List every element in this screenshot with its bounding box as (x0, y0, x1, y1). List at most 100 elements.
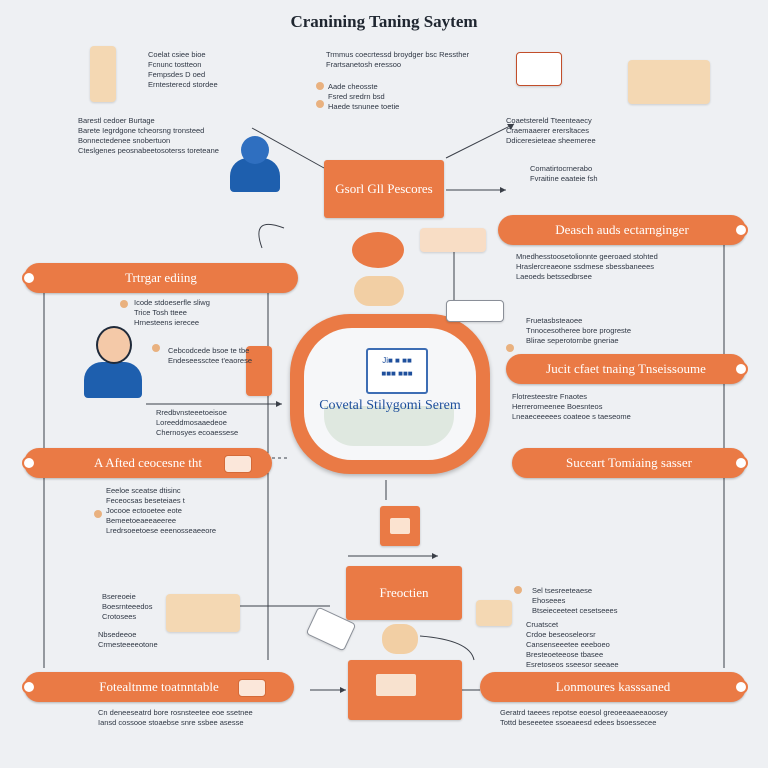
bullet-icon (120, 300, 128, 308)
note-line: Barestl cedoer Burtage (78, 116, 155, 125)
note-line: Laeoeds betssedbrsee (516, 272, 592, 281)
bullet-icon (316, 82, 324, 90)
pill-cap-icon (734, 456, 748, 470)
bullet-icon (94, 510, 102, 518)
document-icon (376, 674, 416, 696)
note-line: Rredbvnsteeetoeisoe (156, 408, 227, 417)
note-line: Lneaeceeeees coateoe s taeseome (512, 412, 631, 421)
note-line: Frartsanetosh eressoo (326, 60, 402, 69)
note-line: Hrnesteens ierecee (134, 318, 200, 327)
bullet-icon (506, 344, 514, 352)
note-card (166, 594, 240, 632)
note-line: Bresteoeteeose tbasee (526, 650, 604, 659)
clipboard-icon (382, 624, 418, 654)
pill-cap-icon (734, 680, 748, 694)
note-line: Btseieceeteet cesetseees (532, 606, 618, 615)
top-process-label: Gsorl Gll Pescores (335, 181, 433, 196)
hub-screen-line-2: ■■■ ■■■ (381, 369, 413, 378)
stage-pill-right-2[interactable]: Jucit cfaet tnaing Tnseissoume (506, 354, 748, 384)
bullet-icon (152, 344, 160, 352)
mid-process-label: Freoctien (379, 585, 429, 600)
landscape-illustration (324, 406, 454, 446)
hub-screen-line-1: Ji■ ■ ■■ (382, 356, 412, 365)
note-line: Endeseessctee t'eaorese (168, 356, 252, 365)
label-card (446, 300, 504, 322)
pill-cap-icon (22, 680, 36, 694)
note-card-small (476, 600, 512, 626)
stage-pill-left-2[interactable]: A Afted ceocesne tht (22, 448, 272, 478)
stage-pill-right-3-label: Suceart Tomiaing sasser (566, 455, 692, 470)
note-line: Tnnocesotheree bore progreste (526, 326, 632, 335)
stage-pill-right-4[interactable]: Lonmoures kasssaned (480, 672, 748, 702)
note-line: Esretoseos sseesor seeaee (526, 660, 619, 669)
note-line: Flotresteestre Fnaotes (512, 392, 588, 401)
note-line: Geratrd taeees repotse eoesol greoeeaaee… (500, 708, 668, 717)
stage-pill-right-1[interactable]: Deasch auds ectarnginger (498, 215, 748, 245)
note-line: Blirae seperotornbe gneriae (526, 336, 619, 345)
note-line: Nbsedeeoe (98, 630, 137, 639)
note-line: Loreeddmosaaedeoe (156, 418, 227, 427)
note-line: Cebcodcede bsoe te tbe (168, 346, 250, 355)
folder-icon (390, 518, 410, 534)
note-line: Barete Iegrdgone tcheorsng tronsteed (78, 126, 205, 135)
note-line: Cansenseeetee eeeboeo (526, 640, 610, 649)
note-bottom-left: Cn deneeseatrd bore rosnsteetee eoe sset… (98, 708, 253, 728)
stage-pill-left-1-label: Trtrgar ediing (125, 270, 197, 285)
note-line: Iansd cossooe stoaebse snre ssbee asesse (98, 718, 244, 727)
note-line: Bonnectedenee snobertuon (78, 136, 171, 145)
note-line: Herrerorneenee Boesnteos (512, 402, 603, 411)
stage-pill-right-3[interactable]: Suceart Tomiaing sasser (512, 448, 748, 478)
stage-pill-left-3[interactable]: Fotealtnme toatnntable (22, 672, 294, 702)
note-line: Boesrnteeedos (102, 602, 153, 611)
central-system-hub[interactable]: Ji■ ■ ■■ ■■■ ■■■ Covetal Stilygomi Serem (290, 314, 490, 474)
note-line: Cteslgenes peosnabeetosoterss toreteane (78, 146, 219, 155)
note-line: Crdoe beseoseleorsr (526, 630, 596, 639)
folder-box[interactable] (380, 506, 420, 546)
bottom-process-box[interactable] (348, 660, 462, 720)
mid-process-box[interactable]: Freoctien (346, 566, 462, 620)
phone-icon (246, 346, 272, 396)
bullet-icon (514, 586, 522, 594)
stage-pill-right-1-label: Deasch auds ectarnginger (555, 222, 689, 237)
note-line: Icode stdoeserfle sliwg (134, 298, 210, 307)
note-line: Hraslercreaeone ssdmese sbessbaneees (516, 262, 654, 271)
note-line: Coelat csiee bioe (148, 50, 206, 59)
top-process-box[interactable]: Gsorl Gll Pescores (324, 160, 444, 218)
note-line: Sel tsesreeteaese (532, 586, 593, 595)
bulb-icon (354, 276, 404, 306)
stage-pill-left-1[interactable]: Trtrgar ediing (22, 263, 298, 293)
stage-pill-right-4-label: Lonmoures kasssaned (555, 679, 671, 694)
note-line: Comatirtocrnerabo (530, 164, 593, 173)
note-line: Cruatscet (526, 620, 559, 629)
note-line: Crotosees (102, 612, 137, 621)
note-line: Fsred sredrn bsd (328, 92, 385, 101)
note-bottom-right: Geratrd taeees repotse eoesol greoeeaaee… (500, 708, 668, 728)
document-card (90, 46, 116, 102)
browser-window-icon (516, 52, 562, 86)
note-line: Aade cheosste (328, 82, 378, 91)
stage-pill-left-3-label: Fotealtnme toatnntable (99, 679, 219, 694)
note-line: Trice Tosh tteee (134, 308, 187, 317)
note-line: Lredrsoeetoese eeenosseaeeore (106, 526, 217, 535)
profile-card (628, 60, 710, 104)
note-line: Jocooe ectooetee eote (106, 506, 182, 515)
pill-cap-icon (22, 271, 36, 285)
note-line: Tottd beseeetee ssoeaeesd edees bsoessec… (500, 718, 657, 727)
note-line: Erntesterecd stordee (148, 80, 218, 89)
diagram-title: Cranining Taning Saytem (290, 12, 478, 31)
